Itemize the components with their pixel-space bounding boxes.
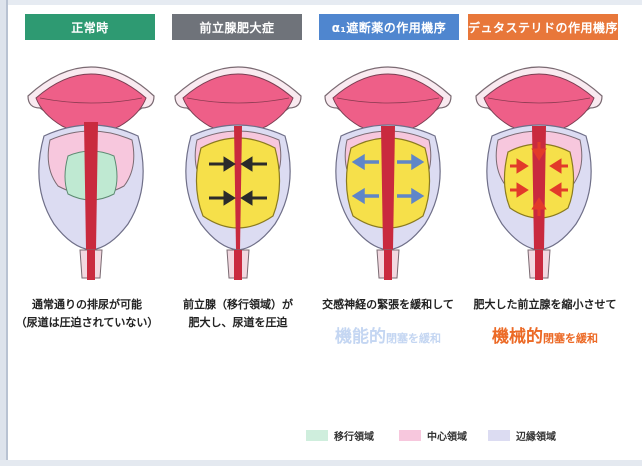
caption-bph-line1: 前立腺（移行領域）が <box>163 296 313 314</box>
legend-central-zone: 中心領域 <box>399 427 467 443</box>
caption-normal: 通常通りの排尿が可能 （尿道は圧迫されていない） <box>12 296 162 332</box>
header-alpha-blocker: α₁遮断薬の作用機序 <box>319 14 459 40</box>
legend-label-transition: 移行領域 <box>334 428 374 443</box>
panel-dutasteride <box>468 56 610 286</box>
header-dutasteride: デュタステリドの作用機序 <box>468 14 618 40</box>
frame-left-line <box>6 0 8 466</box>
header-bph: 前立腺肥大症 <box>172 14 302 40</box>
emphasis-mechanical-small: 閉塞を緩和 <box>543 332 598 345</box>
header-alpha-blocker-label: α₁遮断薬の作用機序 <box>332 19 447 36</box>
caption-alpha-blocker: 交感神経の緊張を緩和して <box>313 296 463 314</box>
header-dutasteride-label: デュタステリドの作用機序 <box>468 19 618 36</box>
legend-swatch-central <box>399 430 421 441</box>
legend-peripheral-zone: 辺縁領域 <box>488 427 556 443</box>
legend-swatch-transition <box>306 430 328 441</box>
legend-transition-zone: 移行領域 <box>306 427 374 443</box>
caption-normal-line2: （尿道は圧迫されていない） <box>12 314 162 332</box>
header-normal-label: 正常時 <box>71 19 109 36</box>
caption-normal-line1: 通常通りの排尿が可能 <box>12 296 162 314</box>
header-normal: 正常時 <box>25 14 155 40</box>
emphasis-mechanical-big: 機械的 <box>492 327 543 347</box>
prostate-normal-diagram <box>20 56 162 286</box>
emphasis-mechanical: 機械的閉塞を緩和 <box>470 322 620 347</box>
panel-bph <box>167 56 309 286</box>
emphasis-functional-small: 閉塞を緩和 <box>386 332 441 345</box>
panel-alpha-blocker <box>317 56 459 286</box>
caption-dutasteride-line1: 肥大した前立腺を縮小させて <box>470 296 620 314</box>
caption-alpha-blocker-line1: 交感神経の緊張を緩和して <box>313 296 463 314</box>
header-bph-label: 前立腺肥大症 <box>199 19 274 36</box>
legend-swatch-peripheral <box>488 430 510 441</box>
panel-normal <box>20 56 162 286</box>
legend-label-central: 中心領域 <box>427 428 467 443</box>
emphasis-functional-big: 機能的 <box>335 327 386 347</box>
emphasis-functional: 機能的閉塞を緩和 <box>313 322 463 347</box>
caption-bph-line2: 肥大し、尿道を圧迫 <box>163 314 313 332</box>
prostate-dutasteride-diagram <box>468 56 610 286</box>
legend-label-peripheral: 辺縁領域 <box>516 428 556 443</box>
frame-bottom <box>0 460 642 466</box>
frame-top <box>0 0 642 5</box>
prostate-alpha-blocker-diagram <box>317 56 459 286</box>
prostate-bph-diagram <box>167 56 309 286</box>
caption-dutasteride: 肥大した前立腺を縮小させて <box>470 296 620 314</box>
caption-bph: 前立腺（移行領域）が 肥大し、尿道を圧迫 <box>163 296 313 332</box>
